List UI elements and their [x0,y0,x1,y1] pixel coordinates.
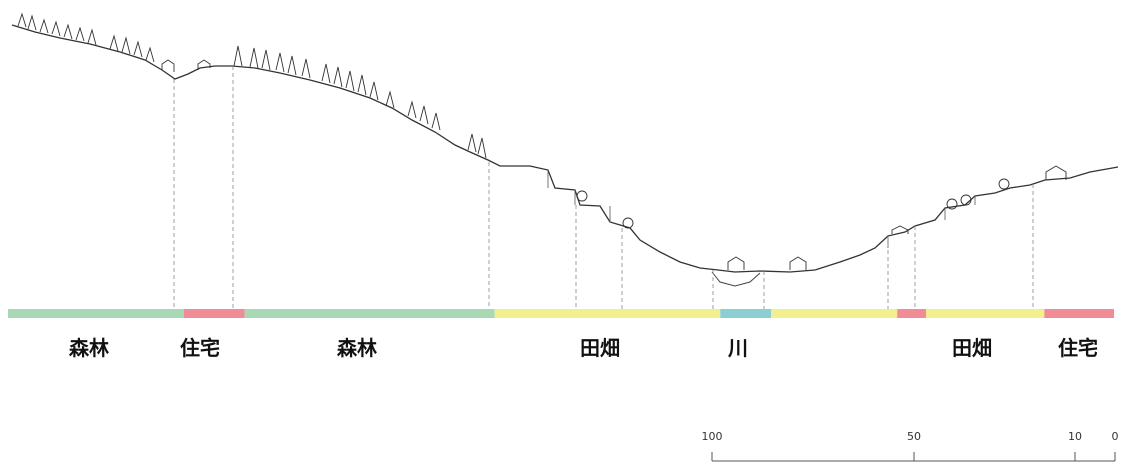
tree-icon [145,46,155,63]
zone-segment-2 [244,309,495,318]
zone-label-paddy-2: 田畑 [952,336,992,360]
tree-icon [51,20,61,37]
house-icon [789,256,807,270]
scale-label-10: 10 [1068,430,1082,443]
zone-label-river: 川 [727,336,748,360]
tree-icon [431,112,441,131]
zone-label-forest-2: 森林 [337,336,377,360]
tree-icon [369,81,379,101]
tree-icon [39,18,49,34]
zone-label-paddy-1: 田畑 [580,336,620,360]
shrub-icon [622,217,634,229]
tree-icon [345,70,355,92]
tree-icon [17,12,27,28]
scale-label-50: 50 [907,430,921,443]
terrain-profile [11,24,1119,287]
tree-icon [333,66,343,88]
scale-label-100: 100 [702,430,723,443]
tree-icon [301,58,311,79]
tree-icon [27,14,37,31]
tree-icon [249,47,259,69]
tree-icon [357,74,367,96]
tree-icon [133,40,143,58]
tree-icon [385,90,395,109]
scale-label-0: 0 [1112,430,1119,443]
shrub-icon [576,190,588,202]
zone-label-forest-1: 森林 [69,336,109,360]
house-icon [727,256,745,270]
tree-icon [419,105,429,125]
house-icon [891,225,909,234]
shrub-icon [960,194,972,206]
tree-icon [87,28,97,46]
tree-icon [287,55,297,76]
forest-trees-left [17,12,155,63]
forest-trees-middle [233,45,487,159]
houses-left [161,59,211,72]
tree-icon [275,52,285,73]
zone-segment-5 [771,309,898,318]
zone-segment-4 [720,309,772,318]
zone-bar [8,309,1114,318]
tree-icon [261,49,271,71]
tree-icon [233,45,243,67]
terrain-line [11,24,1119,273]
house-icon [197,59,211,70]
shrub-icon [946,198,958,210]
scale-bar: 100 50 10 0 [702,430,1119,462]
house-icon [161,59,175,72]
zone-boundaries [173,66,1034,310]
tree-icon [121,36,131,55]
zone-label-residence-1: 住宅 [180,336,220,360]
zone-segment-0 [8,309,184,318]
zone-segment-8 [1044,309,1114,318]
tree-icon [63,23,73,40]
tree-icon [75,26,85,42]
tree-icon [109,34,119,52]
zone-segment-7 [925,309,1045,318]
zone-labels: 森林 住宅 森林 田畑 川 田畑 住宅 [69,336,1098,360]
zone-segment-3 [494,309,721,318]
zone-segment-6 [897,309,926,318]
river-bed [711,271,761,287]
shrub-icon [998,178,1010,190]
zone-segment-1 [183,309,245,318]
tree-icon [321,63,331,84]
right-slope-features [576,165,1067,270]
tree-icon [467,133,477,153]
zone-label-residence-2: 住宅 [1058,336,1098,360]
house-icon [1045,165,1067,180]
terrace-detail [547,170,976,248]
tree-icon [407,100,417,119]
tree-icon [477,137,487,159]
